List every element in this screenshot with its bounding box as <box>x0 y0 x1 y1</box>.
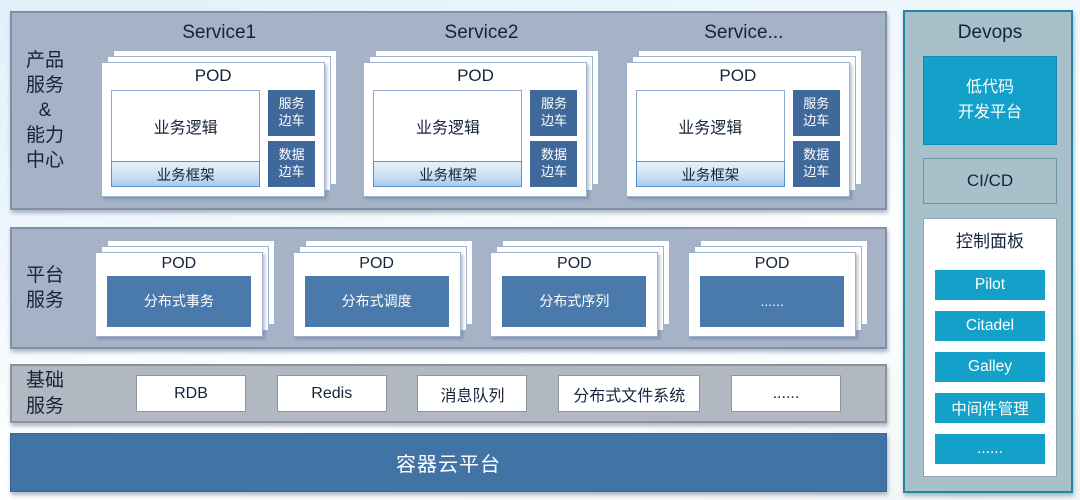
devops-panel: Devops 低代码 开发平台 CI/CD 控制面板 Pilot Citadel… <box>903 10 1073 493</box>
platform-pod-stack: POD 分布式序列 <box>490 239 671 337</box>
service-column-3: Service... POD 业务逻辑 业务框架 服务 边车 <box>613 13 875 208</box>
pod-title: POD <box>719 66 757 85</box>
pod-title: POD <box>557 254 592 272</box>
pod-stack: POD 业务逻辑 业务框架 服务 边车 数据 边车 <box>363 50 600 198</box>
sidecar-column: 服务 边车 数据 边车 <box>530 90 578 187</box>
service-sidecar-box: 服务 边车 <box>530 90 578 136</box>
rdb-box: RDB <box>136 375 246 412</box>
cicd-box: CI/CD <box>923 158 1057 204</box>
pod-card: POD 业务逻辑 业务框架 服务 边车 数据 边车 <box>363 62 588 197</box>
platform-pod-stack: POD 分布式调度 <box>292 239 473 337</box>
pod-title: POD <box>359 254 394 272</box>
service-column-1: Service1 POD 业务逻辑 业务框架 服务 边车 <box>88 13 350 208</box>
band-infra-services-label: 基础 服务 <box>25 370 64 417</box>
band-infra-services: 基础 服务 RDB Redis 消息队列 分布式文件系统 ...... <box>10 364 887 423</box>
platform-pod-stack: POD ...... <box>688 239 869 337</box>
control-panel-more-box: ...... <box>935 434 1045 464</box>
business-logic-box: 业务逻辑 <box>635 90 785 162</box>
pilot-box: Pilot <box>935 270 1045 300</box>
business-logic-box: 业务逻辑 <box>373 90 523 162</box>
infra-more-box: ...... <box>730 375 841 412</box>
infra-item-row: RDB Redis 消息队列 分布式文件系统 ...... <box>78 366 885 421</box>
pod-card: POD 业务逻辑 业务框架 服务 边车 数据 边车 <box>625 62 850 197</box>
business-framework-box: 业务框架 <box>111 161 261 187</box>
distributed-sequence-box: 分布式序列 <box>502 275 647 327</box>
galley-box: Galley <box>935 352 1045 382</box>
platform-pod-card: POD 分布式事务 <box>94 251 263 337</box>
service-title: Service2 <box>444 22 519 43</box>
data-sidecar-box: 数据 边车 <box>268 141 316 187</box>
band-product-services-label: 产品 服务 & 能力 中心 <box>25 49 64 172</box>
container-cloud-platform-bar: 容器云平台 <box>10 433 887 492</box>
pod-stack: POD 业务逻辑 业务框架 服务 边车 数据 边车 <box>625 50 862 198</box>
pod-stack: POD 业务逻辑 业务框架 服务 边车 数据 边车 <box>101 50 338 198</box>
business-framework-box: 业务框架 <box>373 161 523 187</box>
pod-title: POD <box>161 254 197 272</box>
business-stack: 业务逻辑 业务框架 <box>373 90 523 187</box>
distributed-file-system-box: 分布式文件系统 <box>558 375 701 412</box>
business-stack: 业务逻辑 业务框架 <box>111 90 261 187</box>
platform-pod-row: POD 分布式事务 POD 分布式调度 POD 分布式序列 <box>78 229 885 347</box>
pod-card: POD 业务逻辑 业务框架 服务 边车 数据 边车 <box>101 62 326 197</box>
message-queue-box: 消息队列 <box>417 375 528 412</box>
service-sidecar-box: 服务 边车 <box>268 90 316 136</box>
band-product-services: 产品 服务 & 能力 中心 Service1 POD 业务逻辑 业务框架 <box>10 11 887 210</box>
pod-body: 业务逻辑 业务框架 服务 边车 数据 边车 <box>635 90 840 187</box>
platform-more-box: ...... <box>700 275 845 327</box>
business-logic-box: 业务逻辑 <box>111 90 261 162</box>
data-sidecar-box: 数据 边车 <box>530 141 578 187</box>
band-platform-services: 平台 服务 POD 分布式事务 POD 分布式调度 <box>10 227 887 349</box>
sidecar-column: 服务 边车 数据 边车 <box>792 90 840 187</box>
sidecar-column: 服务 边车 数据 边车 <box>268 90 316 187</box>
control-panel: 控制面板 Pilot Citadel Galley 中间件管理 ...... <box>923 218 1057 477</box>
data-sidecar-box: 数据 边车 <box>792 141 840 187</box>
platform-pod-stack: POD 分布式事务 <box>94 239 275 337</box>
pod-title: POD <box>194 66 232 85</box>
business-stack: 业务逻辑 业务框架 <box>635 90 785 187</box>
distributed-scheduling-box: 分布式调度 <box>304 275 449 327</box>
platform-pod-card: POD 分布式调度 <box>292 251 461 337</box>
redis-box: Redis <box>276 375 387 412</box>
citadel-box: Citadel <box>935 311 1045 341</box>
service-sidecar-box: 服务 边车 <box>792 90 840 136</box>
band-platform-services-label: 平台 服务 <box>25 264 64 311</box>
devops-title: Devops <box>957 22 1023 43</box>
pod-title: POD <box>754 254 790 272</box>
pod-title: POD <box>457 66 494 85</box>
pod-body: 业务逻辑 业务框架 服务 边车 数据 边车 <box>373 90 578 187</box>
platform-pod-card: POD ...... <box>688 251 857 337</box>
pod-body: 业务逻辑 业务框架 服务 边车 数据 边车 <box>111 90 316 187</box>
middleware-management-box: 中间件管理 <box>935 393 1045 423</box>
service-column-2: Service2 POD 业务逻辑 业务框架 服务 边车 <box>350 13 612 208</box>
service-title: Service... <box>704 22 784 43</box>
platform-pod-card: POD 分布式序列 <box>490 251 659 337</box>
control-panel-title: 控制面板 <box>956 232 1024 251</box>
lowcode-platform-box: 低代码 开发平台 <box>923 56 1057 146</box>
service-title: Service1 <box>182 22 257 43</box>
distributed-transaction-box: 分布式事务 <box>106 275 251 327</box>
service-columns: Service1 POD 业务逻辑 业务框架 服务 边车 <box>78 13 885 208</box>
business-framework-box: 业务框架 <box>635 161 785 187</box>
